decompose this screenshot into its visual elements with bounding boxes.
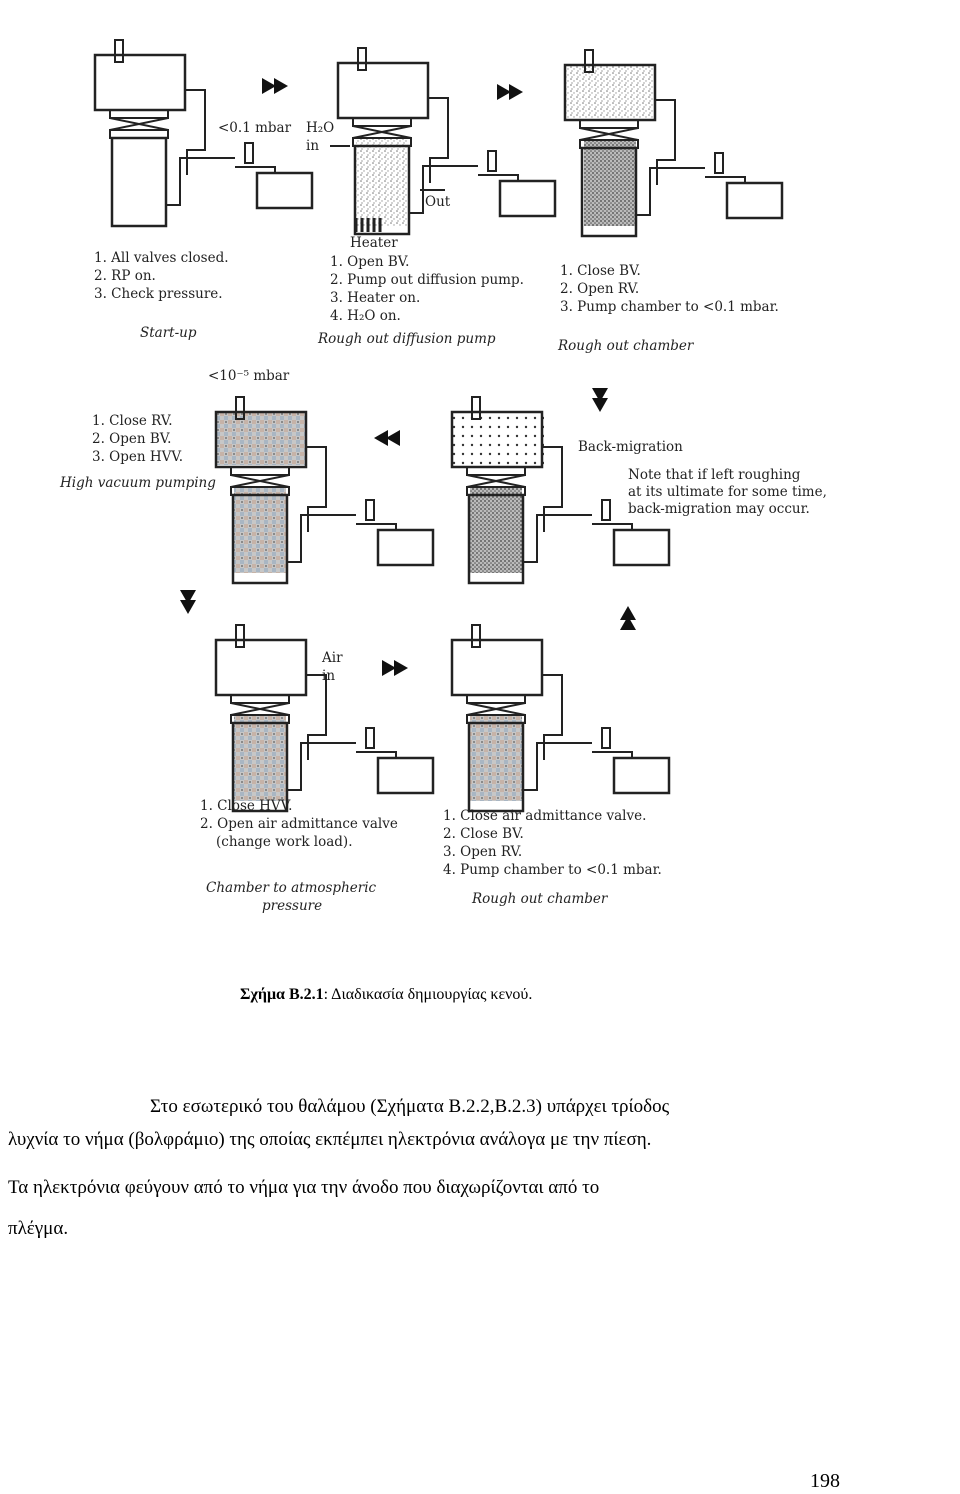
figure-caption: Σχήμα Β.2.1: Διαδικασία δημιουργίας κενο… — [240, 986, 532, 1004]
step-text: 2. Open RV. — [560, 281, 639, 297]
note-text: at its ultimate for some time, — [628, 484, 827, 500]
panel-title: Rough out diffusion pump — [317, 331, 496, 347]
step-text: 2. Pump out diffusion pump. — [330, 272, 524, 288]
panel-title: Rough out chamber — [557, 338, 695, 354]
paragraph-line: λυχνία το νήμα (βολφράμιο) της οποίας εκ… — [8, 1129, 652, 1150]
panel-title: pressure — [262, 898, 322, 914]
water-in-label: H₂O — [306, 120, 334, 136]
caption-text: : Διαδικασία δημιουργίας κενού. — [323, 986, 533, 1003]
page-number: 198 — [810, 1470, 840, 1492]
panel-title: Chamber to atmospheric — [206, 880, 377, 896]
paragraph-line: Στο εσωτερικό του θαλάμου (Σχήματα Β.2.2… — [150, 1096, 670, 1117]
step-text: 1. Close air admittance valve. — [443, 808, 646, 824]
panel-rough-chamber-1: 1. Close BV. 2. Open RV. 3. Pump chamber… — [557, 48, 784, 412]
arrow-right-icon — [262, 78, 288, 94]
step-text: 3. Open RV. — [443, 844, 522, 860]
step-text: 1. All valves closed. — [94, 250, 229, 266]
step-text: 2. RP on. — [94, 268, 156, 284]
air-in-label: Air — [321, 650, 343, 666]
paragraph-line: Τα ηλεκτρόνια φεύγουν από το νήμα για τη… — [8, 1177, 600, 1198]
pressure-label: <10⁻⁵ mbar — [208, 368, 290, 384]
heater-label: Heater — [350, 235, 398, 251]
step-text: 3. Heater on. — [330, 290, 420, 306]
arrow-down-icon — [180, 590, 196, 614]
caption-label: Σχήμα Β.2.1 — [240, 986, 324, 1003]
arrow-right-icon — [497, 84, 523, 100]
step-text: 1. Close RV. — [92, 413, 173, 429]
panel-back-migration: Back-migration Note that if left roughin… — [450, 395, 827, 585]
air-in-label: in — [322, 668, 335, 684]
note-text: back-migration may occur. — [628, 501, 810, 517]
panel-title: Start-up — [140, 325, 197, 341]
panel-high-vacuum: <10⁻⁵ mbar 1. Close RV. 2. Open BV. 3. O… — [59, 368, 435, 585]
step-text: 1. Close HVV. — [200, 798, 292, 814]
paragraph-line: πλέγμα. — [8, 1218, 69, 1239]
step-text: 4. H₂O on. — [330, 308, 401, 324]
arrow-left-icon — [374, 430, 400, 446]
step-text: 1. Open BV. — [330, 254, 409, 270]
step-text: 3. Check pressure. — [94, 286, 223, 302]
panel-rough-chamber-2: 1. Close air admittance valve. 2. Close … — [443, 606, 671, 907]
pressure-label: <0.1 mbar — [218, 120, 292, 136]
arrow-right-icon — [382, 660, 408, 676]
step-text: 3. Pump chamber to <0.1 mbar. — [560, 299, 779, 315]
panel-title: High vacuum pumping — [59, 475, 216, 491]
note-text: Note that if left roughing — [628, 467, 801, 483]
step-text: 1. Close BV. — [560, 263, 641, 279]
back-migration-label: Back-migration — [578, 439, 683, 455]
step-text: 4. Pump chamber to <0.1 mbar. — [443, 862, 662, 878]
panel-rough-diffusion: H₂O in Out Heater 1. Open BV. 2. Pump ou… — [306, 46, 557, 347]
panel-chamber-atmospheric: Air in 1. Close HVV. 2. Open air admitta… — [180, 590, 435, 914]
panel-startup: <0.1 mbar 1. All valves closed. 2. RP on… — [93, 38, 314, 341]
arrow-up-icon — [620, 606, 636, 630]
step-text: 2. Close BV. — [443, 826, 524, 842]
panel-title: Rough out chamber — [471, 891, 609, 907]
step-text: 2. Open BV. — [92, 431, 171, 447]
out-label: Out — [425, 194, 451, 210]
arrow-down-icon — [592, 388, 608, 412]
water-in-label: in — [306, 138, 319, 154]
step-text: 2. Open air admittance valve — [200, 816, 398, 832]
step-text: (change work load). — [216, 834, 353, 850]
vacuum-process-figure: <0.1 mbar 1. All valves closed. 2. RP on… — [59, 38, 827, 914]
step-text: 3. Open HVV. — [92, 449, 183, 465]
